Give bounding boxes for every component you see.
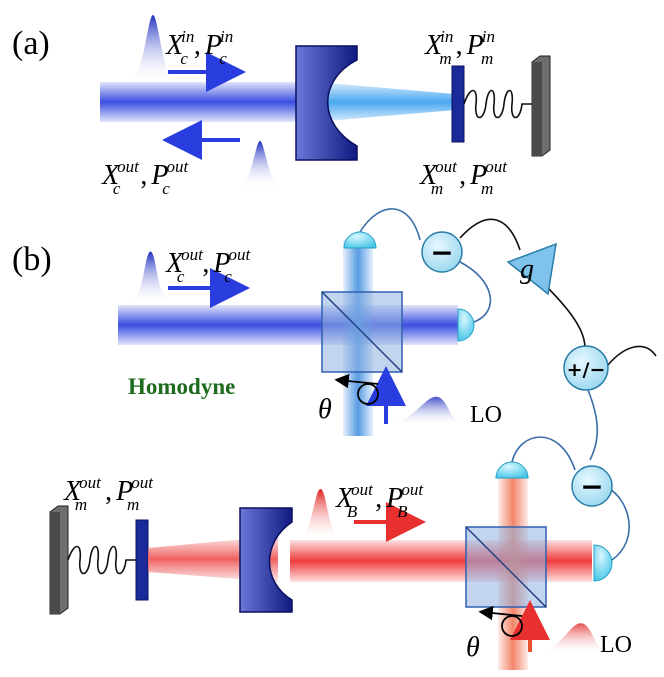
panel-b-spring	[67, 545, 136, 575]
panel-a-input-pulse	[118, 15, 188, 84]
lower-detector-top	[495, 461, 529, 479]
panel-a-laser-beam	[100, 82, 315, 122]
upper-pulse	[118, 251, 186, 305]
upper-detector-right	[457, 308, 475, 342]
upper-detector-top	[343, 231, 377, 249]
panel-a-spring	[463, 89, 532, 119]
upper-minus-sign: −	[430, 236, 453, 269]
wire-sum-output	[607, 345, 657, 366]
panel-a-cavity-beam	[315, 82, 455, 122]
upper-theta: θ	[318, 394, 332, 425]
gain-label: g	[520, 254, 534, 285]
wire-gain-to-sum	[544, 284, 586, 349]
lower-theta: θ	[466, 632, 480, 663]
panel-b-label: (b)	[12, 241, 52, 278]
upper-lo-label: LO	[470, 402, 502, 428]
panel-a-label: (a)	[12, 25, 50, 62]
wire-det-top-to-minus	[359, 208, 421, 241]
panel-b-cavity-mirror	[239, 507, 293, 613]
wire-minus-to-gain	[459, 218, 521, 251]
lower-lo-label: LO	[600, 632, 632, 658]
panel-a-movable-mirror	[451, 65, 465, 143]
sum-node	[563, 345, 609, 391]
lower-phase-shifter-icon	[501, 615, 523, 637]
homodyne-label: Homodyne	[128, 374, 235, 399]
upper-signal-beam	[118, 305, 458, 345]
panel-a-input-mirror	[295, 45, 358, 161]
lower-pulse	[290, 489, 350, 542]
gain-amplifier	[506, 242, 557, 296]
wire-lower-det-top	[511, 436, 576, 471]
upper-lo-pulse	[378, 396, 472, 426]
wire-det-right-to-minus	[459, 261, 492, 323]
wire-lower-det-right	[607, 487, 630, 561]
panel-b-movable-mirror	[135, 519, 149, 601]
wire-lower-minus-to-sum	[587, 389, 599, 461]
lower-minus-sign: −	[580, 470, 603, 503]
panel-a-output-pulse	[230, 141, 290, 188]
lower-subtractor-node	[571, 465, 613, 507]
lower-lo-pulse	[524, 623, 616, 655]
upper-phase-shifter-icon	[357, 383, 379, 405]
upper-subtractor-node	[421, 231, 463, 273]
lower-detector-right	[593, 544, 613, 582]
sum-node-label: +/−	[567, 359, 606, 381]
